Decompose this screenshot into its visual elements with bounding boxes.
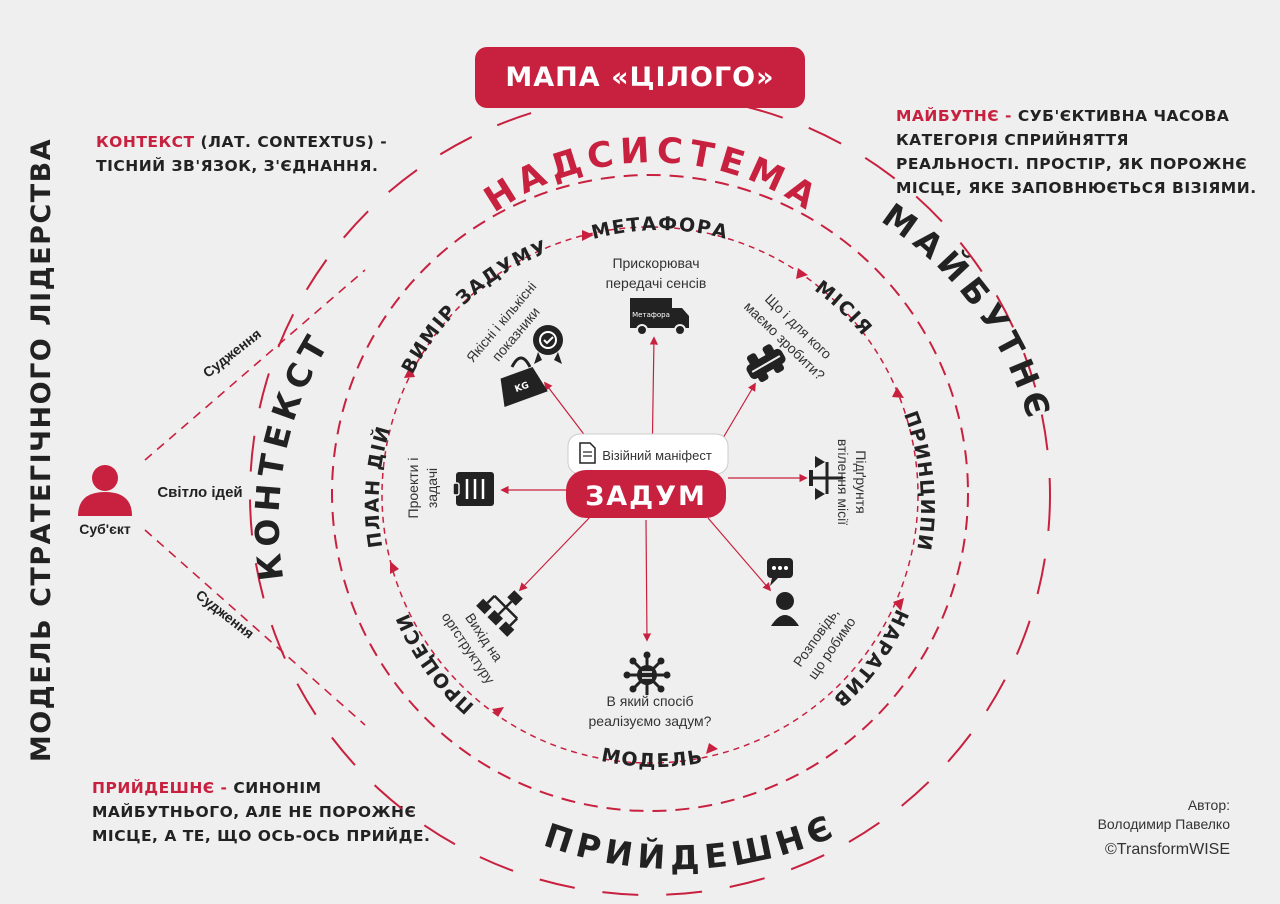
outer-ring <box>249 94 1051 896</box>
ring-label-future: МАЙБУТНЄ <box>875 195 1059 427</box>
stage-mission: МІСІЯ <box>811 276 877 340</box>
note-coming-line2: МАЙБУТНЬОГО, АЛЕ НЕ ПОРОЖНЄ <box>92 803 417 821</box>
side-title: МОДЕЛЬ СТРАТЕГІЧНОГО ЛІДЕРСТВА <box>26 138 57 762</box>
note-context-line1: (ЛАТ. CONTEXTUS) - <box>194 133 388 151</box>
truck-text: Метафора <box>632 311 670 319</box>
subject-rays <box>144 269 366 726</box>
note-future-line1: СУБ'ЄКТИВНА ЧАСОВА <box>1011 107 1230 125</box>
document-icon <box>579 442 596 464</box>
metaphor-desc1: Прискорювач <box>612 255 699 271</box>
author-name: Володимир Павелко <box>1097 816 1230 832</box>
note-future: МАЙБУТНЄ - СУБ'ЄКТИВНА ЧАСОВА КАТЕГОРІЯ … <box>896 104 1257 200</box>
hierarchy-icon <box>476 590 523 637</box>
subject-label: Суб'єкт <box>79 521 131 537</box>
ring-arrows <box>390 230 904 754</box>
stage-plan: ПЛАН ДІЙ <box>362 423 396 550</box>
judgment-top: Судження <box>200 326 264 381</box>
note-coming-line3: МІСЦЕ, А ТЕ, ЩО ОСЬ-ОСЬ ПРИЙДЕ. <box>92 827 431 845</box>
weight-medal-icon: KG <box>500 325 563 407</box>
principles-desc2: втілення місії <box>835 439 851 525</box>
principles-desc1: Підґрунтя <box>853 450 869 513</box>
page-title: МАПА «ЦІЛОГО» <box>505 62 775 93</box>
judgment-bottom: Судження <box>193 587 257 642</box>
plan-desc1: Проекти і <box>405 458 421 519</box>
principles-desc: Підґрунтя втілення місії <box>835 439 869 525</box>
core-box <box>566 470 726 518</box>
note-context-line2: ТІСНИЙ ЗВ'ЯЗОК, З'ЄДНАННЯ. <box>96 157 379 175</box>
middle-ring <box>331 174 969 812</box>
handshake-icon <box>746 344 786 383</box>
light-of-ideas: Світло ідей <box>157 484 242 501</box>
plan-desc2: задачі <box>424 468 440 508</box>
note-future-line4: МІСЦЕ, ЯКЕ ЗАПОВНЮЄТЬСЯ ВІЗІЯМИ. <box>896 179 1257 197</box>
author-label: Автор: <box>1187 797 1230 813</box>
note-future-term: МАЙБУТНЄ - <box>896 107 1012 125</box>
title-banner: МАПА «ЦІЛОГО» <box>475 47 805 108</box>
inner-ring <box>381 226 919 764</box>
speech-person-icon <box>767 558 799 626</box>
metaphor-desc2: передачі сенсів <box>606 275 707 291</box>
manifest-label: Візійний маніфест <box>602 448 712 463</box>
note-coming-term: ПРИЙДЕШНЄ - <box>92 779 228 797</box>
checklist-icon <box>452 472 494 506</box>
narrative-desc: Розповідь, що робимо <box>790 605 859 682</box>
note-coming-line1: СИНОНІМ <box>227 779 322 797</box>
truck-icon: Метафора <box>630 298 689 336</box>
note-context-term: КОНТЕКСТ <box>96 133 195 151</box>
author-copyright: ©TransformWISE <box>1105 841 1230 858</box>
person-icon <box>78 465 132 516</box>
note-future-line3: РЕАЛЬНОСТІ. ПРОСТІР, ЯК ПОРОЖНЄ <box>896 155 1248 173</box>
model-desc2: реалізуємо задум? <box>589 713 712 729</box>
stage-metaphor: МЕТАФОРА <box>589 213 731 244</box>
note-future-line2: КАТЕГОРІЯ СПРИЙНЯТТЯ <box>896 131 1129 149</box>
balance-icon <box>809 456 843 500</box>
ring-label-context: КОНТЕКСТ <box>247 324 338 583</box>
network-icon <box>623 651 671 695</box>
stage-processes: ПРОЦЕСИ <box>392 609 478 718</box>
core-label: ЗАДУМ <box>585 481 707 512</box>
stage-principles: ПРИНЦИПИ <box>899 408 938 553</box>
author-block: Автор: Володимир Павелко ©TransformWISE <box>1098 796 1230 859</box>
model-desc1: В який спосіб <box>607 693 694 709</box>
note-coming: ПРИЙДЕШНЄ - СИНОНІМ МАЙБУТНЬОГО, АЛЕ НЕ … <box>92 776 430 848</box>
measure-badge-text: KG <box>514 381 531 395</box>
stage-model: МОДЕЛЬ <box>600 744 705 772</box>
note-context: КОНТЕКСТ (ЛАТ. CONTEXTUS) - ТІСНИЙ ЗВ'ЯЗ… <box>96 130 387 178</box>
plan-desc: Проекти і задачі <box>405 458 440 519</box>
